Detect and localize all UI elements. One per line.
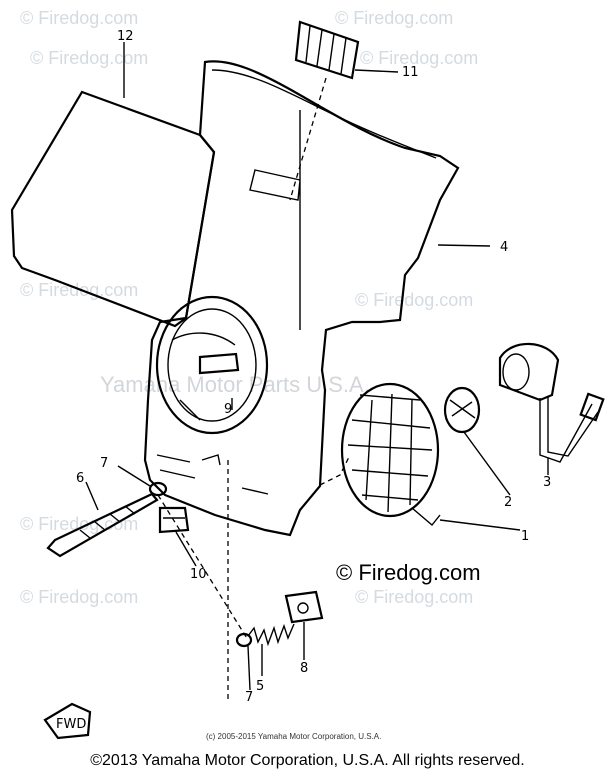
- socket-part: [498, 342, 605, 463]
- copyright-small: (c) 2005-2015 Yamaha Motor Corporation, …: [206, 732, 381, 741]
- bolt-part: [46, 492, 159, 558]
- watermark-right-bottom: © Firedog.com: [355, 587, 473, 607]
- watermark-top-right: © Firedog.com: [335, 8, 453, 28]
- callout-4: 4: [500, 240, 508, 255]
- watermark-right-mid: © Firedog.com: [355, 290, 473, 310]
- watermark-left-bottom: © Firedog.com: [20, 587, 138, 607]
- grommet-part: [294, 20, 360, 80]
- callout-numbers: 12 11 4 9 7 6 10 8 5 7 2 3 1: [76, 29, 551, 705]
- callout-7-lower: 7: [245, 690, 253, 705]
- damper-part: [158, 506, 190, 534]
- fwd-label: FWD: [56, 717, 86, 732]
- watermark-left-lower: © Firedog.com: [20, 514, 138, 534]
- watermark-center: Yamaha Motor Parts U.S.A.: [100, 372, 370, 397]
- callout-3: 3: [543, 475, 551, 490]
- callout-7-upper: 7: [100, 456, 108, 471]
- callout-1: 1: [521, 529, 529, 544]
- callout-11: 11: [402, 65, 419, 80]
- watermark-layer: © Firedog.com © Firedog.com © Firedog.co…: [20, 8, 478, 607]
- callout-12: 12: [117, 29, 134, 44]
- spring-part: [247, 623, 295, 647]
- callout-10: 10: [190, 567, 207, 582]
- callout-9: 9: [224, 402, 232, 417]
- headlight-cover-part: [143, 60, 460, 537]
- fwd-arrow: FWD: [43, 702, 92, 740]
- callout-8: 8: [300, 661, 308, 676]
- watermark-firedog-dark: © Firedog.com: [336, 560, 481, 585]
- nut-part: [284, 590, 324, 624]
- headlight-lens-part: [340, 382, 441, 527]
- callout-5: 5: [256, 679, 264, 694]
- callout-2: 2: [504, 495, 512, 510]
- watermark-top-left: © Firedog.com: [20, 8, 138, 28]
- footer-copyright: ©2013 Yamaha Motor Corporation, U.S.A. A…: [90, 752, 525, 769]
- callout-6: 6: [76, 471, 84, 486]
- watermark-upper-right: © Firedog.com: [360, 48, 478, 68]
- watermark-upper-left: © Firedog.com: [30, 48, 148, 68]
- leader-lines: [85, 42, 549, 700]
- bulb-part: [443, 386, 481, 434]
